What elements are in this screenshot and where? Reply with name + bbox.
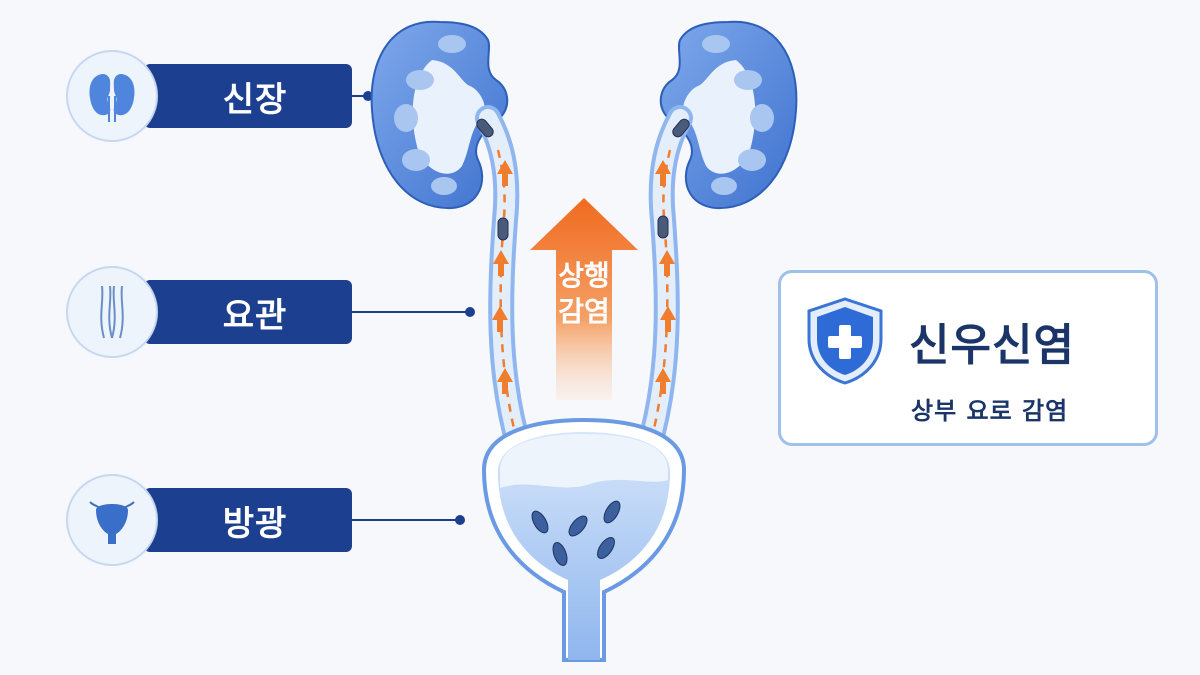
right-kidney — [659, 20, 798, 210]
kidney-label: 신장 — [144, 64, 352, 128]
bladder-label: 방광 — [144, 488, 352, 552]
card-title: 신우신염 — [909, 320, 1075, 371]
kidney-icon — [66, 50, 158, 142]
shield-cross-icon — [807, 297, 883, 385]
left-kidney — [370, 20, 509, 210]
card-subtitle: 상부 요로 감염 — [911, 397, 1069, 425]
ureter-icon — [66, 266, 158, 358]
ascending-line-1: 상행 — [558, 259, 610, 292]
ascending-infection-text: 상행 감염 — [542, 258, 626, 330]
bladder-icon — [66, 474, 158, 566]
ascending-infection-arrow — [530, 198, 638, 400]
pyelonephritis-card: 신우신염 상부 요로 감염 — [778, 270, 1158, 446]
ureter-label-row: 요관 — [66, 266, 352, 358]
ureter-bacteria — [476, 118, 690, 241]
kidney-label-row: 신장 — [66, 50, 352, 142]
bladder — [481, 417, 687, 662]
ascending-line-2: 감염 — [558, 295, 610, 328]
ureter-label: 요관 — [144, 280, 352, 344]
bladder-label-row: 방광 — [66, 474, 352, 566]
